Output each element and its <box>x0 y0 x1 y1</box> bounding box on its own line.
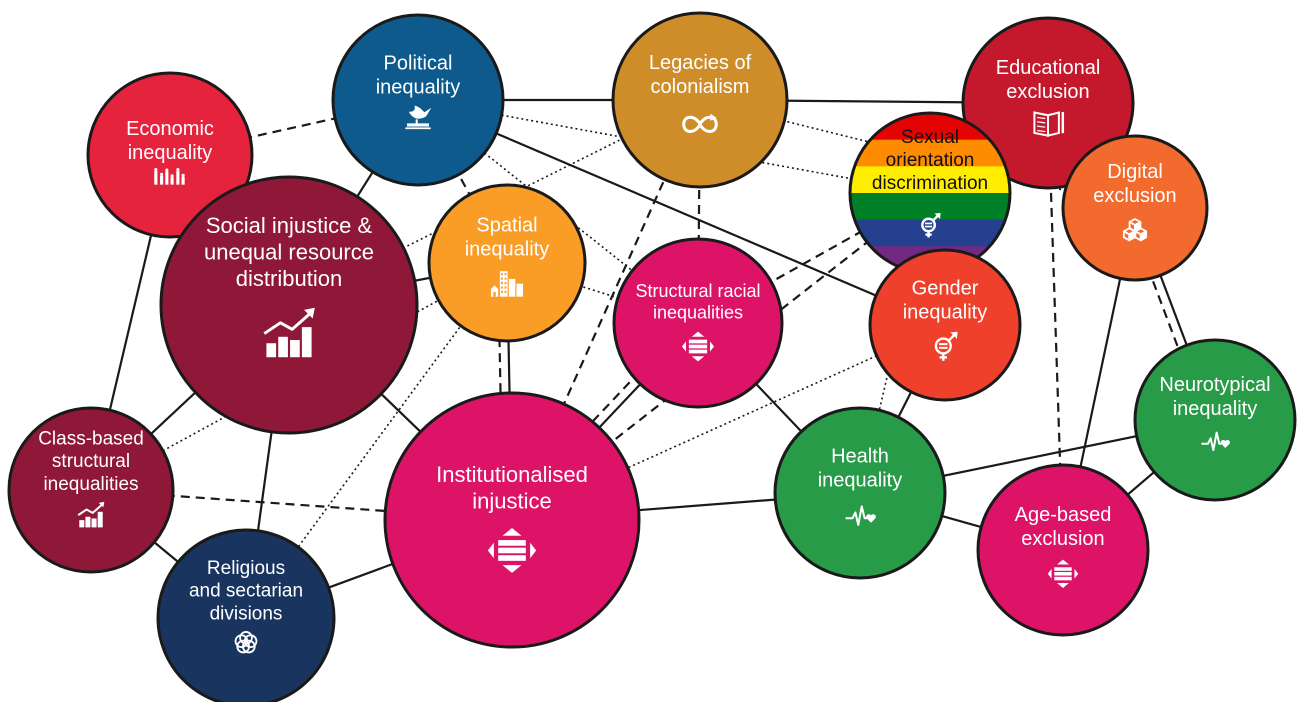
family-icon <box>154 167 185 185</box>
node-gender-label-line: inequality <box>903 301 988 323</box>
node-class-label-line: inequalities <box>43 474 138 495</box>
node-institutional-label-line: injustice <box>472 489 551 514</box>
node-economic-label-line: inequality <box>128 142 213 164</box>
node-economic-label-line: Economic <box>126 118 214 140</box>
gender-equal-icon <box>921 213 941 238</box>
dove-gavel-icon <box>405 105 432 130</box>
node-political-label-line: inequality <box>376 76 461 98</box>
equality-arrows-icon <box>682 331 714 362</box>
node-health-label-line: inequality <box>818 469 903 491</box>
node-educational-label-line: Educational <box>996 57 1101 79</box>
equality-arrows-icon <box>1047 559 1079 588</box>
node-age-label-line: exclusion <box>1021 528 1104 550</box>
node-health-label-line: Health <box>831 445 889 467</box>
node-neurotypical-label-line: Neurotypical <box>1159 374 1270 396</box>
node-religious-label-line: divisions <box>210 603 283 624</box>
node-sexual-label-line: discrimination <box>872 173 988 194</box>
node-religious-label-line: Religious <box>207 558 285 579</box>
rising-chart-icon <box>77 501 105 528</box>
node-spatial-label-line: inequality <box>465 238 550 260</box>
book-icon <box>1033 111 1065 137</box>
edge-spatial-religious-dotted <box>245 262 508 619</box>
rising-chart-icon <box>263 307 315 358</box>
node-educational-label-line: exclusion <box>1006 81 1089 103</box>
node-colonialism-label-line: colonialism <box>651 76 750 98</box>
node-racial-label-line: Structural racial <box>635 281 760 301</box>
node-sexual-label-line: orientation <box>886 150 975 171</box>
buildings-icon <box>490 271 524 297</box>
node-gender-label-line: Gender <box>912 277 979 299</box>
node-religious-label-line: and sectarian <box>189 581 303 602</box>
node-class-label-line: Class-based <box>38 428 144 449</box>
node-colonialism-label-line: Legacies of <box>649 52 752 74</box>
equality-arrows-icon <box>487 528 537 573</box>
edge-political-gender-solid <box>417 98 946 327</box>
node-age-label-line: Age-based <box>1015 504 1112 526</box>
heartbeat-icon <box>845 505 876 526</box>
node-digital-label-line: Digital <box>1107 161 1163 183</box>
node-political-label-line: Political <box>384 52 453 74</box>
node-social-label-line: distribution <box>236 266 342 291</box>
node-class-label-line: structural <box>52 451 130 472</box>
node-social-label-line: unequal resource <box>204 240 374 265</box>
heartbeat-icon <box>1201 431 1230 452</box>
gender-equal-icon <box>934 331 958 361</box>
nodes-layer: EconomicinequalityPoliticalinequalityLeg… <box>7 11 1297 707</box>
infinity-icon <box>682 113 718 133</box>
node-neurotypical-label-line: inequality <box>1173 398 1258 420</box>
node-social[interactable]: Social injustice &unequal resourcedistri… <box>159 175 419 435</box>
cubes-icon <box>1122 218 1148 242</box>
node-racial-label-line: inequalities <box>653 302 743 322</box>
rings-icon <box>234 631 258 654</box>
node-institutional-label-line: Institutionalised <box>436 462 588 487</box>
node-sexual-label-line: Sexual <box>901 127 959 148</box>
node-social-label-line: Social injustice & <box>206 213 373 238</box>
node-spatial-label-line: Spatial <box>476 214 537 236</box>
node-digital-label-line: exclusion <box>1093 185 1176 207</box>
